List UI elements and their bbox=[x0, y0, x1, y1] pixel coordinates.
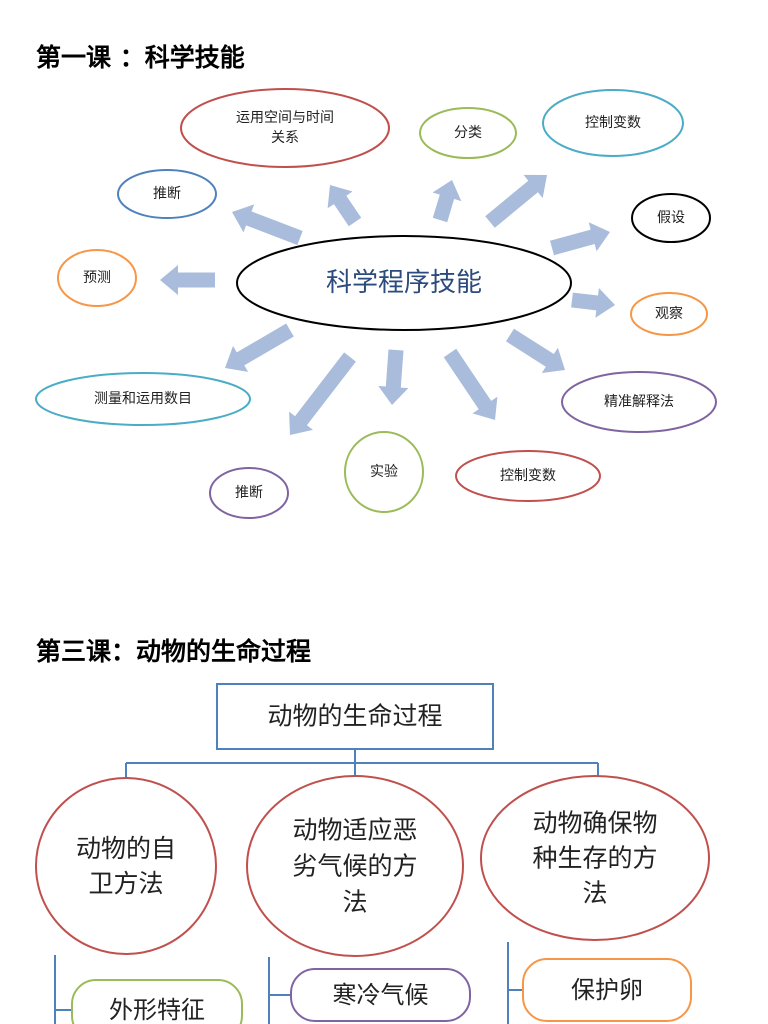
branch-node-outline bbox=[35, 777, 217, 955]
branch-node-label: 法 bbox=[582, 879, 607, 908]
branch-node-label: 动物适应恶 bbox=[292, 816, 417, 845]
arrow bbox=[550, 222, 610, 256]
skill-node-label: 关系 bbox=[271, 130, 299, 146]
skill-node-label: 推断 bbox=[153, 186, 181, 202]
skill-node-label: 运用空间与时间 bbox=[236, 110, 334, 126]
skill-node-label: 假设 bbox=[657, 210, 685, 226]
leaf-node-label: 保护卵 bbox=[571, 976, 643, 1004]
root-node-label: 动物的生命过程 bbox=[267, 702, 442, 731]
skill-node-outline bbox=[209, 467, 289, 519]
branch-node-label: 卫方法 bbox=[88, 869, 163, 898]
leaf-node-label: 外形特征 bbox=[109, 996, 205, 1024]
center-node-outline bbox=[236, 235, 572, 331]
branch-node-label: 动物确保物 bbox=[532, 809, 657, 838]
skill-node-predict: 预测 bbox=[57, 249, 137, 307]
skill-node-classify: 分类 bbox=[419, 107, 517, 159]
skill-node-infer-top: 推断 bbox=[117, 169, 217, 219]
branch-node-label: 动物的自 bbox=[76, 834, 176, 863]
leaf-node-label: 寒冷气候 bbox=[333, 981, 429, 1009]
arrow bbox=[160, 265, 215, 295]
skill-node-outline bbox=[180, 88, 390, 168]
skill-node-label: 精准解释法 bbox=[604, 394, 674, 410]
skill-node-control-top: 控制变数 bbox=[542, 89, 684, 157]
branch-node-label: 种生存的方 bbox=[532, 844, 657, 873]
leaf-node-climate: 寒冷气候 bbox=[290, 968, 471, 1022]
root-node-box bbox=[216, 683, 494, 750]
branch-node-label: 劣气候的方 bbox=[292, 852, 417, 881]
skill-node-label: 实验 bbox=[370, 464, 398, 480]
leaf-node-box bbox=[522, 958, 692, 1022]
skill-node-measure: 测量和运用数目 bbox=[35, 372, 251, 426]
skill-node-experiment: 实验 bbox=[344, 431, 424, 513]
skill-node-precise: 精准解释法 bbox=[561, 371, 717, 433]
arrow bbox=[571, 288, 615, 318]
skill-node-outline bbox=[631, 193, 711, 243]
arrow bbox=[378, 349, 409, 405]
skill-node-label: 控制变数 bbox=[500, 468, 556, 484]
arrow bbox=[289, 352, 356, 435]
center-node: 科学程序技能 bbox=[236, 235, 572, 331]
skill-node-outline bbox=[419, 107, 517, 159]
skill-node-outline bbox=[630, 292, 708, 336]
branch-node-outline bbox=[480, 775, 710, 941]
leaf-node-box bbox=[71, 979, 243, 1024]
skill-node-label: 推断 bbox=[235, 485, 263, 501]
skill-node-observe: 观察 bbox=[630, 292, 708, 336]
skill-node-label: 控制变数 bbox=[585, 115, 641, 131]
arrow bbox=[232, 204, 303, 245]
skill-node-outline bbox=[35, 372, 251, 426]
skill-node-label: 观察 bbox=[655, 305, 683, 322]
skill-node-outline bbox=[57, 249, 137, 307]
skill-node-outline bbox=[561, 371, 717, 433]
arrow bbox=[506, 328, 565, 373]
skill-node-label: 测量和运用数目 bbox=[94, 391, 192, 407]
branch-node-outline bbox=[246, 775, 464, 957]
arrow bbox=[443, 348, 498, 420]
arrow bbox=[225, 323, 294, 372]
arrow bbox=[327, 185, 362, 227]
arrow bbox=[432, 180, 462, 223]
leaf-node-defense: 外形特征 bbox=[71, 979, 243, 1024]
skill-node-outline bbox=[117, 169, 217, 219]
root-node: 动物的生命过程 bbox=[216, 683, 494, 750]
leaf-node-box bbox=[290, 968, 471, 1022]
arrow bbox=[485, 174, 547, 228]
leaf-node-survival: 保护卵 bbox=[522, 958, 692, 1022]
skill-node-hypothesis: 假设 bbox=[631, 193, 711, 243]
lesson3-title: 第三课：动物的生命过程 bbox=[36, 637, 312, 666]
skill-node-control-bottom: 控制变数 bbox=[455, 450, 601, 502]
skill-node-label: 分类 bbox=[454, 125, 482, 141]
lesson1-title: 第一课 ：科学技能 bbox=[36, 43, 245, 72]
skill-node-infer-bottom: 推断 bbox=[209, 467, 289, 519]
skill-node-outline bbox=[344, 431, 424, 513]
skill-node-label: 预测 bbox=[83, 270, 111, 286]
branch-node-label: 法 bbox=[342, 888, 367, 917]
skill-node-outline bbox=[455, 450, 601, 502]
skill-node-outline bbox=[542, 89, 684, 157]
center-node-label: 科学程序技能 bbox=[326, 268, 482, 298]
